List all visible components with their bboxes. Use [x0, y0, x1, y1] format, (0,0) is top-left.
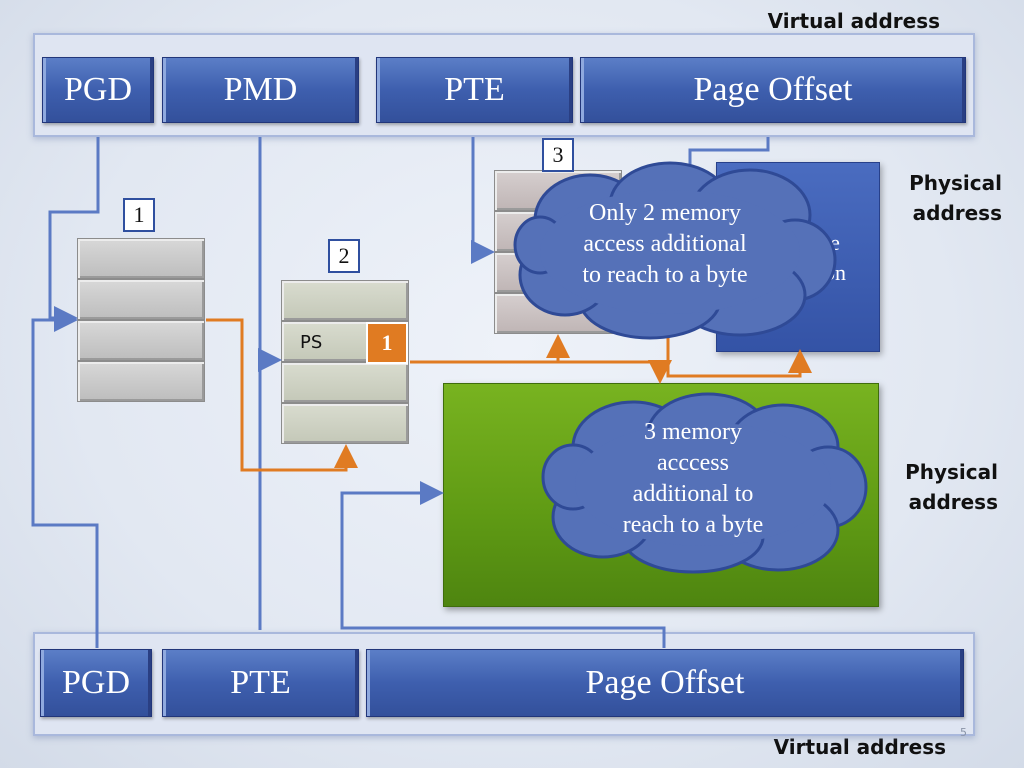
- table-2-number: 2: [328, 239, 360, 273]
- table2-to-table3-arrow: [410, 334, 570, 364]
- top-field-pmd: PMD: [162, 57, 359, 123]
- bottom-offset-to-page-line: [340, 481, 666, 648]
- table-1-entry: [77, 279, 205, 320]
- upper-page-box-text-1: e: [830, 230, 840, 255]
- table-1-entry: [77, 361, 205, 402]
- table-2-entry: [281, 403, 409, 444]
- table2-to-large-page-arrow: [410, 360, 672, 384]
- physical-address-label-1: Physical address: [909, 171, 1002, 225]
- page-table-1: [77, 238, 205, 402]
- table-1-entry: [77, 320, 205, 361]
- physical-address-label-2: Physical address: [905, 460, 998, 514]
- table-1-number: 1: [123, 198, 155, 232]
- top-field-pgd: PGD: [42, 57, 154, 123]
- virtual-address-bottom-label: Virtual address: [773, 735, 946, 759]
- offset-to-page-line: [688, 137, 770, 175]
- bottom-field-page-offset: Page Offset: [366, 649, 964, 717]
- cloud-text-2: 3 memory acccess additional to reach to …: [622, 419, 764, 538]
- bottom-pgd-to-table1-line: [31, 308, 99, 648]
- page-number: 5: [960, 726, 967, 739]
- bottom-field-pte: PTE: [162, 649, 359, 717]
- pte-to-table3-line: [471, 137, 495, 264]
- top-field-pte: PTE: [376, 57, 573, 123]
- top-field-page-offset: Page Offset: [580, 57, 966, 123]
- table-3-number: 3: [542, 138, 574, 172]
- virtual-address-top-label: Virtual address: [767, 9, 940, 33]
- table3-to-page-arrow: [666, 330, 812, 378]
- cloud-callout-2: [541, 392, 868, 574]
- table-2-entry: [281, 362, 409, 403]
- table1-to-table2-arrow: [206, 318, 358, 472]
- bottom-field-pgd: PGD: [40, 649, 152, 717]
- ps-flag-bit: 1: [366, 322, 408, 364]
- table-1-entry: [77, 238, 205, 279]
- pgd-to-table1-line: [48, 137, 100, 330]
- cloud-text-1: Only 2 memory access additional to reach…: [582, 200, 748, 288]
- page-table-2: [281, 280, 409, 444]
- ps-label: PS: [300, 332, 323, 353]
- table-2-entry: [281, 280, 409, 321]
- cloud-callout-1: [513, 161, 837, 340]
